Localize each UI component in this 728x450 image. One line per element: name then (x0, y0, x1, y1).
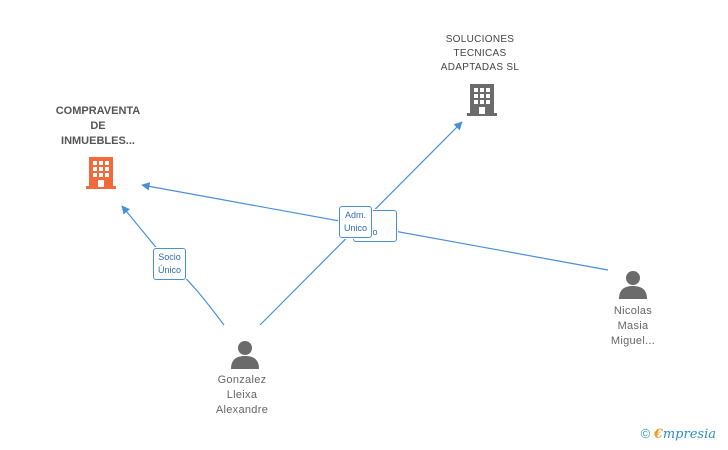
company-name-soluciones[interactable]: SOLUCIONES TECNICAS ADAPTADAS SL (440, 34, 520, 73)
person-icon[interactable] (230, 339, 260, 369)
building-icon[interactable] (466, 82, 498, 118)
person-icon[interactable] (618, 269, 648, 299)
person-name-gonzalez[interactable]: Gonzalez Lleixa Alexandre (215, 374, 269, 416)
edge-label-adm-unico: Adm. Unico (339, 206, 373, 238)
building-icon[interactable] (85, 155, 117, 191)
edge-label-socio-unico: Socio Único (153, 248, 187, 280)
copyright-symbol: © (640, 426, 651, 441)
company-name-compraventa[interactable]: COMPRAVENTA DE INMUEBLES... (55, 105, 141, 147)
person-name-nicolas[interactable]: Nicolas Masia Miguel... (610, 305, 656, 347)
empresia-logo: €mpresia (653, 427, 716, 442)
brand-footer: © €mpresia (641, 426, 716, 442)
